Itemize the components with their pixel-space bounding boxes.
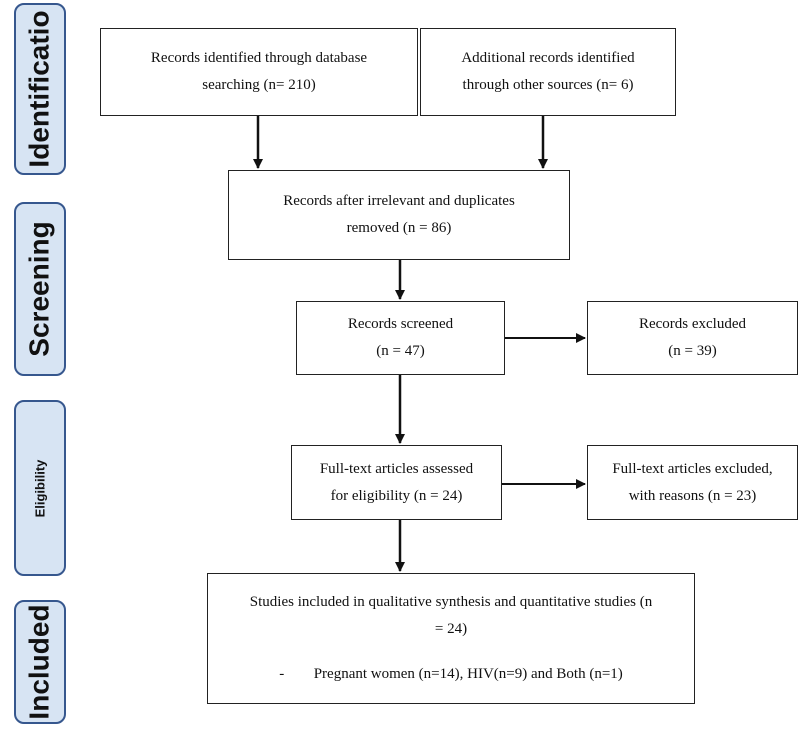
stage-screening: Screening — [14, 202, 66, 376]
box-after-duplicates-line1: Records after irrelevant and duplicates — [283, 193, 515, 209]
box-after-duplicates: Records after irrelevant and duplicates … — [228, 170, 570, 260]
box-database-search-line1: Records identified through database — [150, 50, 368, 66]
box-database-search: Records identified through database sear… — [100, 28, 418, 116]
box-after-duplicates-line2: removed (n = 86) — [346, 220, 452, 236]
box-studies-included-line1: Studies included in qualitative synthesi… — [249, 594, 653, 610]
box-fulltext-assessed-line1: Full-text articles assessed — [319, 460, 474, 477]
box-fulltext-excluded: Full-text articles excluded, with reason… — [587, 445, 798, 520]
box-records-excluded-line2: (n = 39) — [668, 343, 717, 359]
stage-included: Included — [14, 600, 66, 724]
box-studies-included-detail-row: - Pregnant women (n=14), HIV(n=9) and Bo… — [208, 661, 694, 688]
box-records-screened-line1: Records screened — [347, 316, 454, 332]
box-fulltext-assessed-line2: for eligibility (n = 24) — [330, 487, 463, 504]
box-other-sources-line2: through other sources (n= 6) — [462, 77, 634, 93]
box-records-screened-line2: (n = 47) — [376, 343, 425, 359]
box-studies-included-line2: = 24) — [434, 621, 468, 637]
box-records-screened: Records screened (n = 47) — [296, 301, 505, 375]
box-records-excluded: Records excluded (n = 39) — [587, 301, 798, 375]
stage-eligibility: Eligibility — [14, 400, 66, 576]
box-database-search-line2: searching (n= 210) — [202, 77, 316, 93]
box-fulltext-excluded-line1: Full-text articles excluded, — [612, 460, 773, 477]
bullet-dash: - — [279, 666, 285, 682]
box-other-sources: Additional records identified through ot… — [420, 28, 676, 116]
box-other-sources-line1: Additional records identified — [461, 50, 635, 66]
box-studies-included: Studies included in qualitative synthesi… — [207, 573, 695, 704]
box-records-excluded-line1: Records excluded — [638, 316, 747, 332]
stage-identification: Identificatio — [14, 3, 66, 175]
box-fulltext-excluded-line2: with reasons (n = 23) — [628, 487, 757, 504]
box-fulltext-assessed: Full-text articles assessed for eligibil… — [291, 445, 502, 520]
box-studies-included-detail: Pregnant women (n=14), HIV(n=9) and Both… — [313, 666, 623, 682]
